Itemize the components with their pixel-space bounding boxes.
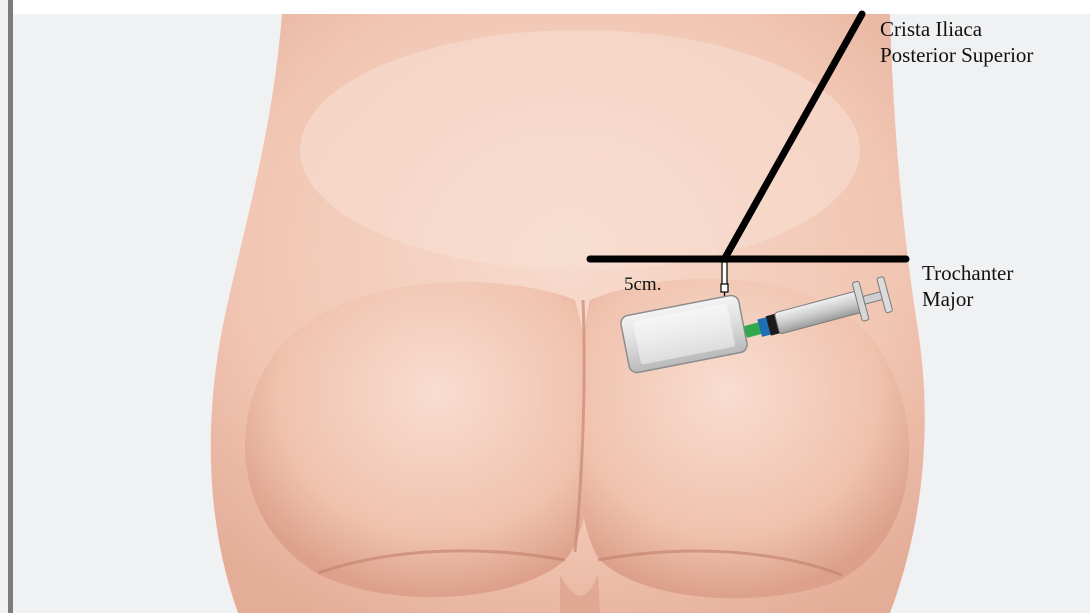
distance-label: 5cm. <box>624 272 661 298</box>
trochanter-line-1: Trochanter <box>922 260 1013 286</box>
trochanter-line-2: Major <box>922 286 1013 312</box>
crista-line-1: Crista Iliaca <box>880 16 1033 42</box>
frame-bar <box>8 0 13 613</box>
trochanter-major-label: Trochanter Major <box>922 260 1013 312</box>
crista-iliaca-label: Crista Iliaca Posterior Superior <box>880 16 1033 68</box>
frame-top <box>13 0 1090 14</box>
crista-line-2: Posterior Superior <box>880 42 1033 68</box>
back-shading <box>300 30 860 270</box>
